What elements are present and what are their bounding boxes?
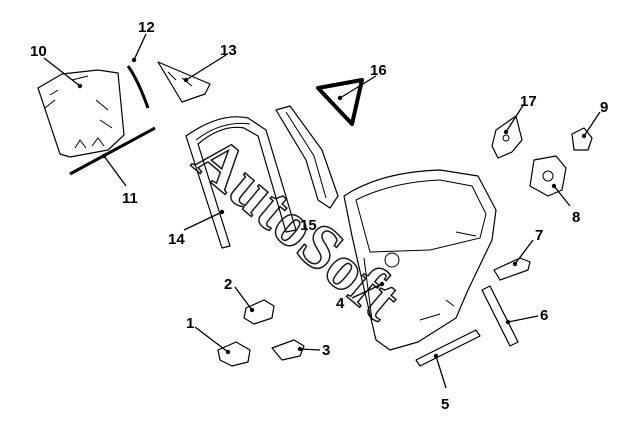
part-10-door-glass: [37, 69, 125, 158]
callout-2: 2: [224, 276, 232, 293]
callout-9: 9: [600, 99, 608, 116]
callout-4: 4: [336, 295, 345, 312]
callout-10: 10: [30, 43, 47, 60]
part-7-door-handle: [493, 257, 531, 281]
callout-17: 17: [520, 93, 537, 110]
part-2-upper-hinge: [243, 299, 275, 325]
part-5-lower-weatherstrip: [415, 329, 481, 367]
part-12-trim-strip: [126, 65, 150, 109]
callout-labels: 1 2 3 4 5 6 7 8 9 10 11 12 13 14 15 16 1…: [30, 19, 608, 413]
callout-13: 13: [220, 42, 237, 59]
callout-3: 3: [322, 342, 330, 359]
leader-dots: [77, 57, 587, 359]
part-16-corner-trim: [316, 78, 364, 126]
leader-lines: [43, 33, 601, 389]
part-11-glass-channel: [69, 126, 156, 176]
callout-15: 15: [300, 217, 317, 234]
callout-5: 5: [441, 396, 449, 413]
callout-12: 12: [138, 19, 155, 36]
callout-16: 16: [370, 62, 387, 79]
part-1-lower-hinge: [217, 341, 251, 367]
part-17-bracket: [491, 115, 523, 159]
callout-8: 8: [572, 209, 580, 226]
part-9-latch-cover: [571, 127, 593, 151]
callout-1: 1: [186, 315, 194, 332]
part-14-frame-seal: [185, 116, 297, 249]
callout-14: 14: [168, 231, 185, 248]
part-8-door-lock: [529, 155, 567, 197]
part-13-quarter-glass: [157, 61, 211, 103]
callout-6: 6: [540, 307, 548, 324]
part-3-check-strap: [271, 339, 305, 361]
part-15-pillar-channel: [275, 105, 339, 209]
part-6-rear-weatherstrip: [481, 285, 519, 347]
callout-7: 7: [535, 227, 543, 244]
callout-11: 11: [122, 190, 138, 207]
part-4-door-shell: [343, 169, 497, 351]
